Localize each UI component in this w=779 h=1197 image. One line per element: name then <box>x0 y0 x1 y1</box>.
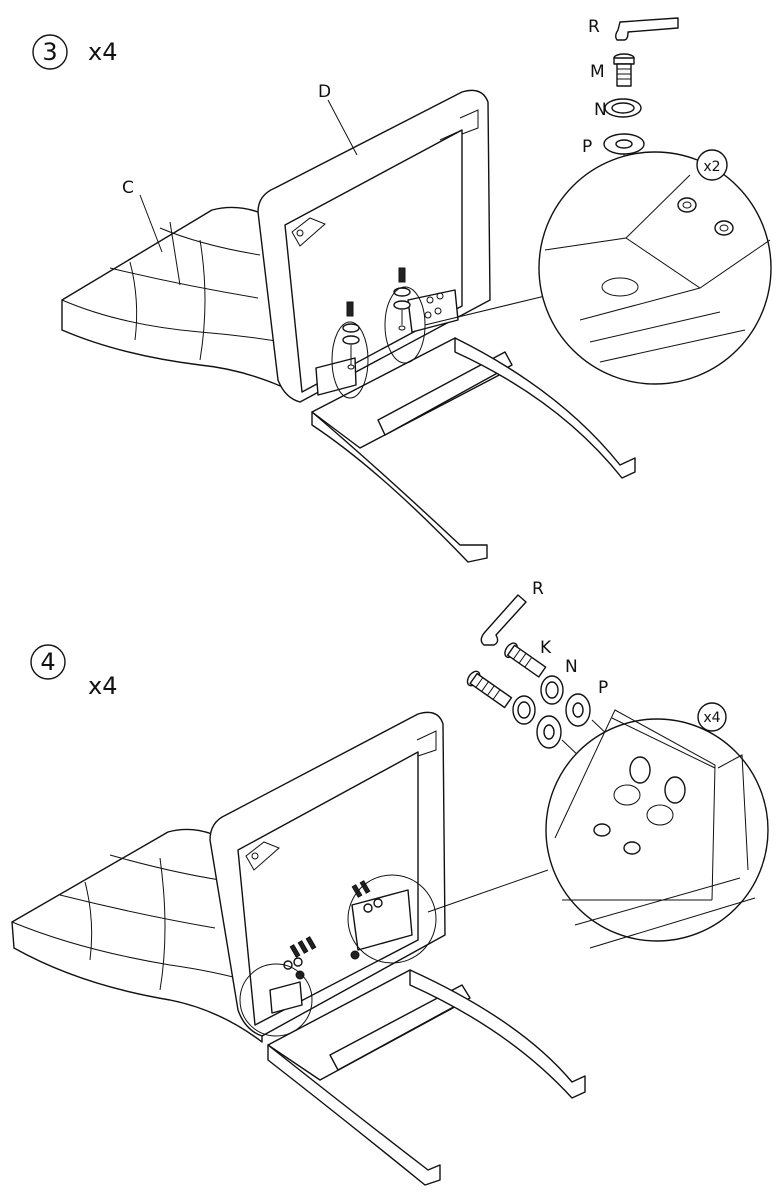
step-3: 3 x4 <box>32 17 772 563</box>
step-3-badge: 3 x4 <box>32 34 117 70</box>
step-4-badge: 4 x4 <box>30 644 117 700</box>
label-p: P <box>582 137 592 157</box>
spring-washer-n-step4-icon <box>512 675 564 725</box>
bolt-k-icon <box>504 642 547 678</box>
hardware-stack-step3: R M N P <box>582 17 679 286</box>
seat-cushion-c <box>61 206 301 396</box>
detail-quantity-step4: x4 <box>703 710 720 726</box>
label-p-step4: P <box>598 678 608 698</box>
spring-washer-n-icon <box>604 98 642 118</box>
detail-quantity-step3: x2 <box>703 159 720 175</box>
label-n: N <box>594 100 607 120</box>
label-m: M <box>590 62 605 82</box>
detail-circle-step3: x2 <box>538 149 772 385</box>
seat-cushion-step4 <box>11 828 263 1043</box>
step-4: 4 x4 <box>11 579 769 1186</box>
label-d: D <box>318 82 331 102</box>
chair-back-step4 <box>209 711 446 1037</box>
hardware-stack-step4: R K N <box>466 579 651 796</box>
label-k: K <box>540 638 552 658</box>
label-r-step3: R <box>588 17 600 37</box>
label-n-step4: N <box>565 657 578 677</box>
scene-bolts <box>331 267 546 399</box>
allen-key-r-icon <box>615 17 679 41</box>
allen-key-r-step4-icon <box>480 594 527 646</box>
seat-frame-step4 <box>267 889 586 1186</box>
detail-circle-step4: x4 <box>545 702 769 949</box>
label-c: C <box>122 178 134 198</box>
bolt-m-icon <box>613 53 635 87</box>
flat-washer-p-icon <box>603 133 645 155</box>
step-4-quantity: x4 <box>88 672 117 700</box>
flat-washer-p-step4-icon <box>536 693 591 749</box>
bolt-k2-icon <box>466 670 513 709</box>
step-3-number: 3 <box>42 38 57 66</box>
label-r-step4: R <box>532 579 544 599</box>
step-3-quantity: x4 <box>88 38 117 66</box>
scene-bolts-step4 <box>239 869 549 1037</box>
step-4-number: 4 <box>40 648 55 676</box>
